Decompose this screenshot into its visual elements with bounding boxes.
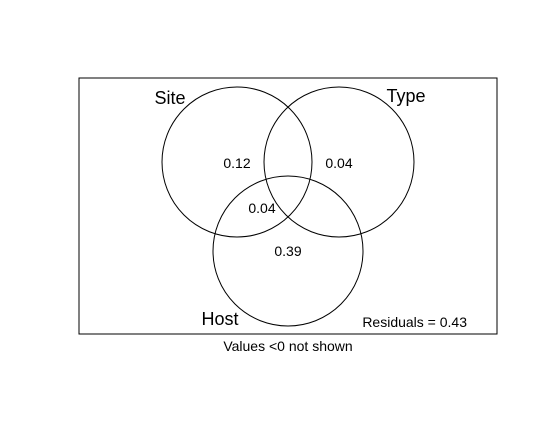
residuals-label: Residuals = 0.43 (362, 314, 467, 330)
set-label-host: Host (201, 309, 238, 329)
set-label-site: Site (154, 88, 185, 108)
region-value-host: 0.39 (274, 243, 301, 259)
set-label-type: Type (386, 86, 425, 106)
plot-frame (78, 77, 498, 335)
circle-type (263, 86, 415, 238)
circle-site (161, 86, 313, 238)
footnote: Values <0 not shown (223, 338, 352, 354)
circle-host (212, 175, 364, 327)
region-value-type: 0.04 (325, 155, 352, 171)
region-value-site-host: 0.04 (248, 200, 275, 216)
region-value-site: 0.12 (223, 155, 250, 171)
